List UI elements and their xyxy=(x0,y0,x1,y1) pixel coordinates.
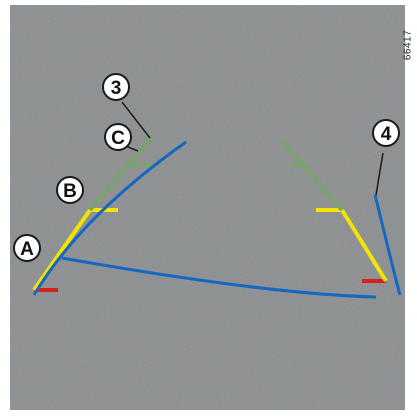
camera-view: 3 4 C B A xyxy=(10,5,405,410)
callout-c-label: C xyxy=(111,128,125,149)
callout-4-leader xyxy=(375,152,384,196)
figure-reference-number: 66417 xyxy=(401,10,415,80)
callout-b: B xyxy=(56,176,84,204)
callout-4: 4 xyxy=(372,119,400,147)
guide-lines-svg: 3 4 C B A xyxy=(10,5,405,410)
callout-a: A xyxy=(13,234,41,262)
callout-c: C xyxy=(104,123,132,151)
callout-3-label: 3 xyxy=(111,78,122,99)
right-distance-line-yellow xyxy=(340,208,388,283)
road-texture xyxy=(10,5,405,410)
callout-b-label: B xyxy=(63,181,77,202)
callout-a-label: A xyxy=(20,239,34,260)
left-distance-line-green xyxy=(88,134,155,212)
callout-3-leader xyxy=(121,101,151,139)
steering-path-bottom xyxy=(61,256,377,299)
steering-path-left xyxy=(32,140,187,296)
figure-reference-number-text: 66417 xyxy=(402,29,414,61)
steering-path-right xyxy=(373,194,402,296)
callout-3: 3 xyxy=(102,73,130,101)
left-distance-line-yellow xyxy=(32,208,92,292)
callout-4-label: 4 xyxy=(381,124,392,145)
right-distance-line-green xyxy=(280,139,344,212)
